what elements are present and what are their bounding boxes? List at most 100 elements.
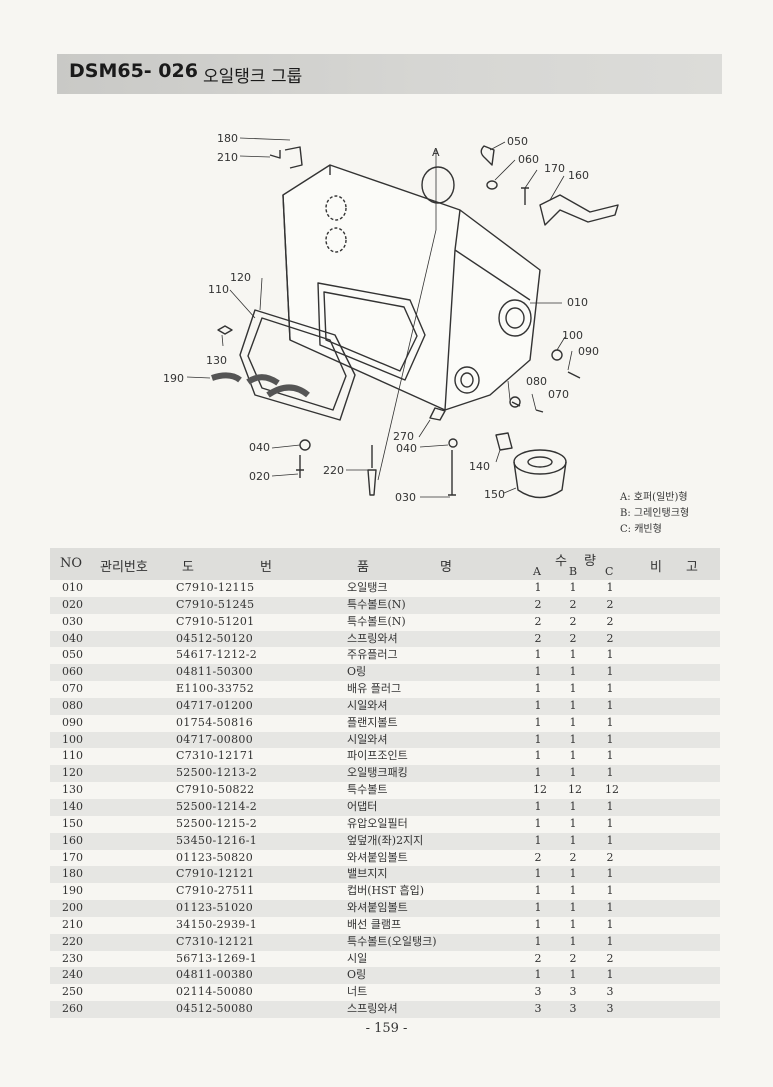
- cell-c: 3: [606, 1002, 614, 1016]
- callout-080: 080: [526, 375, 547, 388]
- cell-b: 12: [568, 783, 582, 797]
- cell-no: 250: [62, 985, 83, 999]
- cell-no: 060: [62, 665, 83, 679]
- cell-no: 120: [62, 766, 83, 780]
- callout-100: 100: [562, 329, 583, 342]
- cell-c: 2: [606, 951, 614, 965]
- cell-part: 04811-00380: [176, 968, 254, 982]
- cell-b: 2: [569, 850, 577, 864]
- group-title: 오일탱크 그룹: [203, 67, 303, 87]
- cell-no: 170: [62, 850, 83, 864]
- cell-c: 12: [605, 783, 619, 797]
- cell-c: 1: [606, 901, 614, 915]
- oil-filter: [513, 449, 567, 499]
- cell-b: 2: [569, 631, 577, 645]
- cell-c: 1: [606, 917, 614, 931]
- group-code: DSM65- 026: [69, 60, 198, 82]
- cell-name: 밸브지지: [347, 867, 388, 881]
- cell-part: 54617-1212-2: [176, 648, 258, 662]
- col-bi: 비: [650, 560, 662, 575]
- cell-name: O링: [347, 665, 367, 679]
- cell-no: 020: [62, 597, 83, 611]
- callout-040-left: 040: [249, 441, 270, 454]
- cell-b: 1: [569, 833, 577, 847]
- cell-c: 2: [606, 631, 614, 645]
- col-pum: 품: [357, 560, 369, 575]
- cell-a: 1: [534, 715, 542, 729]
- exploded-parts-diagram: 180 210 050 060 170 160 A 120 110 010 10…: [163, 132, 619, 504]
- cell-a: 1: [534, 749, 542, 763]
- cell-c: 2: [606, 597, 614, 611]
- col-c: C: [605, 565, 614, 578]
- cell-name: 와셔붙임볼트: [347, 901, 408, 915]
- callout-090: 090: [578, 345, 599, 358]
- col-mgmt: 관리번호: [100, 560, 148, 575]
- cell-no: 180: [62, 867, 83, 881]
- cell-no: 220: [62, 934, 83, 948]
- cell-no: 050: [62, 648, 83, 662]
- col-ryang: 량: [584, 554, 596, 569]
- cell-a: 1: [534, 766, 542, 780]
- cell-no: 210: [62, 917, 83, 931]
- cell-name: 어댑터: [347, 799, 378, 813]
- col-su: 수: [555, 554, 567, 569]
- cell-name: 배선 클램프: [347, 917, 402, 931]
- gasket-plate: [239, 309, 356, 421]
- cell-a: 1: [534, 648, 542, 662]
- cell-b: 1: [569, 867, 577, 881]
- cell-part: 04512-50080: [176, 1002, 254, 1016]
- callout-180: 180: [217, 132, 238, 145]
- cell-a: 1: [534, 884, 542, 898]
- callout-040-right: 040: [396, 442, 417, 455]
- cell-no: 070: [62, 682, 83, 696]
- cell-c: 3: [606, 985, 614, 999]
- cell-a: 1: [534, 833, 542, 847]
- cell-part: 04717-00800: [176, 732, 254, 746]
- cell-c: 1: [606, 833, 614, 847]
- cell-a: 1: [534, 901, 542, 915]
- cell-c: 1: [606, 867, 614, 881]
- cell-part: C7910-51201: [176, 614, 255, 628]
- cell-b: 2: [569, 614, 577, 628]
- cell-b: 1: [569, 698, 577, 712]
- callout-060: 060: [518, 153, 539, 166]
- cell-name: O링: [347, 968, 367, 982]
- cell-no: 040: [62, 631, 83, 645]
- cell-part: 01754-50816: [176, 715, 254, 729]
- parts-table-header: NO 관리번호 도 번 품 명 수 량 A B C 비 고: [50, 548, 720, 580]
- cell-a: 12: [533, 783, 547, 797]
- model-legend: A: 호퍼(일반)형 B: 그레인탱크형 C: 캐빈형: [620, 490, 689, 538]
- cell-a: 1: [534, 682, 542, 696]
- cell-name: 오일탱크패킹: [347, 766, 408, 780]
- callout-220: 220: [323, 464, 344, 477]
- cell-b: 3: [569, 985, 577, 999]
- oil-tank-body: [282, 164, 541, 411]
- cell-b: 1: [569, 581, 577, 594]
- cell-name: 시일와셔: [347, 732, 388, 746]
- cell-a: 1: [534, 698, 542, 712]
- callout-030: 030: [395, 491, 416, 504]
- cell-part: 02114-50080: [176, 985, 254, 999]
- legend-item: B: 그레인탱크형: [620, 508, 690, 519]
- cell-part: C7310-12171: [176, 749, 255, 763]
- cell-no: 200: [62, 901, 83, 915]
- callout-170: 170: [544, 162, 565, 175]
- col-go: 고: [686, 560, 698, 575]
- cell-c: 1: [606, 934, 614, 948]
- cell-c: 1: [606, 968, 614, 982]
- cell-name: 특수볼트: [347, 783, 388, 797]
- cell-no: 230: [62, 951, 83, 965]
- cell-part: C7910-51245: [176, 597, 255, 611]
- cell-c: 1: [606, 816, 614, 830]
